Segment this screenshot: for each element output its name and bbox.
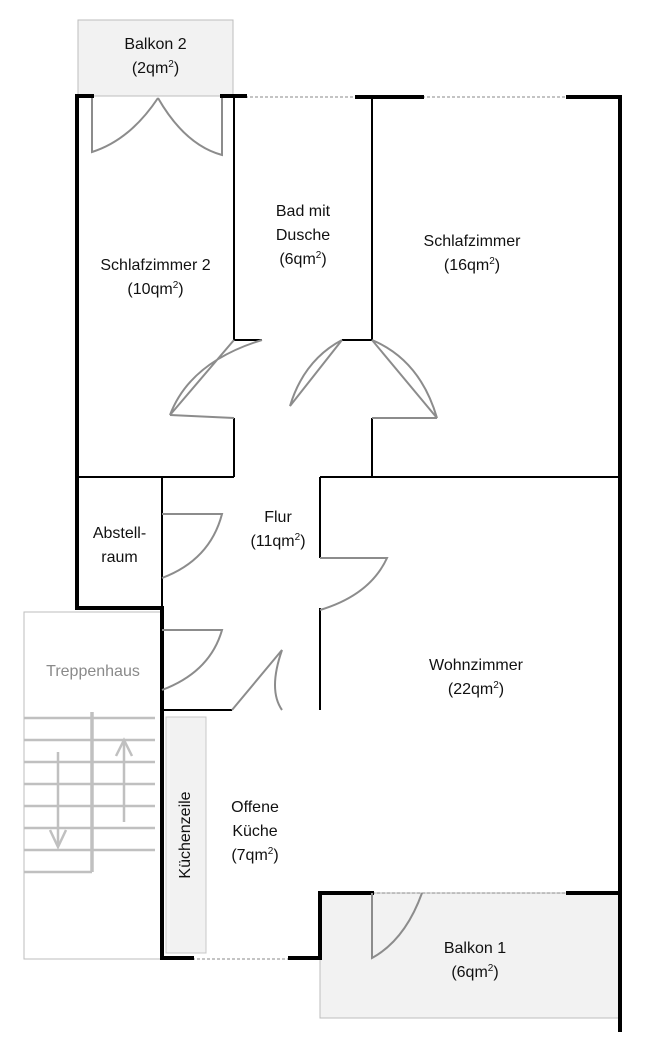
balkon-1-name: Balkon 1 [443,940,507,957]
balkon-2-label: Balkon 2 (2qm2) [78,33,233,81]
balkon-2-area [77,19,234,97]
bad-area: (6qm2) [279,250,327,269]
kueche-name-1: Offene [231,799,279,816]
wohnzimmer-name: Wohnzimmer [429,657,523,674]
abstellraum-label: Abstell- raum [77,522,162,570]
flur-name: Flur [264,509,292,526]
inner-walls [77,97,620,711]
stairs [24,712,155,874]
kueche-label: Offene Küche (7qm2) [200,796,310,868]
treppenhaus-label: Treppenhaus [24,660,162,684]
abstellraum-name-2: raum [101,549,138,566]
kuechenzeile-name: Küchenzeile [177,791,194,879]
treppenhaus-name: Treppenhaus [46,663,140,680]
bad-name-1: Bad mit [275,203,331,220]
schlafzimmer-name: Schlafzimmer [423,233,521,250]
abstellraum-name-1: Abstell- [92,525,147,542]
kueche-area: (7qm2) [231,846,279,865]
schlafzimmer-label: Schlafzimmer (16qm2) [372,230,572,278]
walls [75,94,622,1032]
balkon-1-label: Balkon 1 (6qm2) [420,937,530,985]
bad-label: Bad mit Dusche (6qm2) [234,200,372,272]
schlafzimmer2-name: Schlafzimmer 2 [100,257,211,274]
balkon-2-name: Balkon 2 [124,36,187,53]
schlafzimmer2-area: (10qm2) [127,280,184,299]
kueche-name-2: Küche [232,823,278,840]
doors [91,97,438,960]
schlafzimmer2-label: Schlafzimmer 2 (10qm2) [77,254,234,302]
balkon-2-area: (2qm2) [131,59,180,78]
kuechenzeile-counter [165,716,207,954]
wohnzimmer-area: (22qm2) [447,680,505,699]
schlafzimmer-area: (16qm2) [443,256,501,275]
balkon-1-area [319,892,621,1019]
flur-area: (11qm2) [250,532,306,551]
balkon-1-area: (6qm2) [451,963,499,982]
flur-label: Flur (11qm2) [228,506,328,554]
bad-name-2: Dusche [275,227,331,244]
kuechenzeile-label: Küchenzeile [174,775,198,895]
wohnzimmer-label: Wohnzimmer (22qm2) [376,654,576,702]
